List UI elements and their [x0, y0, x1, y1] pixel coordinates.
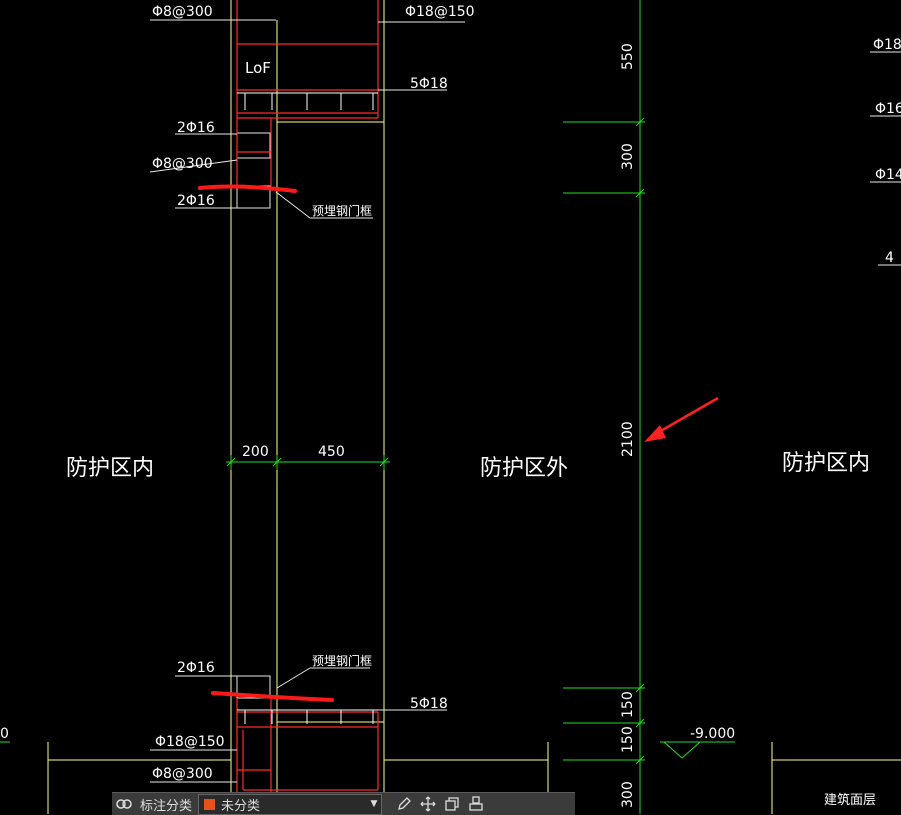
rebar-label: Φ8@300 — [152, 156, 213, 172]
dimension-label: 550 — [620, 43, 636, 70]
rebar-label: Φ16 — [875, 101, 901, 117]
rebar-label: 5Φ18 — [410, 696, 448, 712]
rebar-label: 4 — [885, 250, 894, 266]
category-label: 标注分类 — [140, 798, 193, 814]
dimension-label: 150 — [620, 691, 636, 718]
rebar-label: 2Φ16 — [177, 660, 215, 676]
rebar-label: Φ18 — [873, 37, 901, 53]
copy-icon[interactable] — [440, 793, 464, 815]
beam-label: LoF — [245, 59, 271, 77]
chevron-down-icon: ▼ — [370, 799, 378, 809]
rebar-label: 5Φ18 — [410, 76, 448, 92]
leader-lines — [149, 19, 901, 783]
dimension-label: 150 — [620, 726, 636, 753]
zone-label-inside-right: 防护区内 — [782, 451, 870, 476]
dimension-label: 2100 — [620, 421, 636, 457]
embedded-frame-label: 预埋钢门框 — [312, 653, 372, 668]
hand-mark-upper — [198, 184, 297, 193]
zone-label-inside-left: 防护区内 — [66, 456, 154, 481]
category-select-value: 未分类 — [221, 798, 261, 814]
annotation-toolbar: 标注分类 未分类 ▼ — [112, 792, 575, 815]
wall-outline — [47, 0, 901, 814]
annotation-texts: Φ8@300 Φ18@150 LoF 5Φ18 2Φ16 Φ8@300 2Φ16… — [152, 4, 901, 782]
rebar-label: 2Φ16 — [177, 193, 215, 209]
rebar-label: Φ14 — [875, 167, 901, 183]
zone-label-outside: 防护区外 — [480, 456, 568, 481]
rebar-label: Φ18@150 — [155, 734, 225, 750]
category-select[interactable]: 未分类 ▼ — [198, 793, 383, 815]
elevation-label: -9.000 — [690, 726, 735, 742]
rebar-ticks — [237, 92, 378, 724]
category-color-swatch — [204, 798, 216, 810]
dimension-label: 450 — [318, 444, 345, 460]
hand-mark-lower — [211, 691, 334, 702]
rebar-label: Φ8@300 — [152, 4, 213, 20]
rebar-label: Φ18@150 — [405, 4, 475, 20]
dimension-label: 300 — [620, 143, 636, 170]
zone-labels: 防护区内 防护区外 防护区内 建筑面层 — [66, 451, 876, 808]
rebar-label: Φ8@300 — [152, 766, 213, 782]
dimension-lines — [0, 0, 735, 814]
dimension-label: 0 — [0, 726, 9, 742]
dimension-texts: 200 450 550 300 2100 150 150 300 -9.000 … — [0, 43, 735, 808]
dimension-label: 300 — [620, 781, 636, 808]
arrow-indicator — [644, 396, 719, 442]
dimension-label: 200 — [242, 444, 269, 460]
stamp-icon[interactable] — [464, 793, 488, 815]
move-icon[interactable] — [416, 793, 440, 815]
embedded-frame-label: 预埋钢门框 — [312, 203, 372, 218]
floor-layer-label: 建筑面层 — [824, 792, 876, 808]
edit-icon[interactable] — [392, 793, 416, 815]
rebar-label: 2Φ16 — [177, 120, 215, 136]
layer-match-icon[interactable] — [112, 793, 136, 815]
